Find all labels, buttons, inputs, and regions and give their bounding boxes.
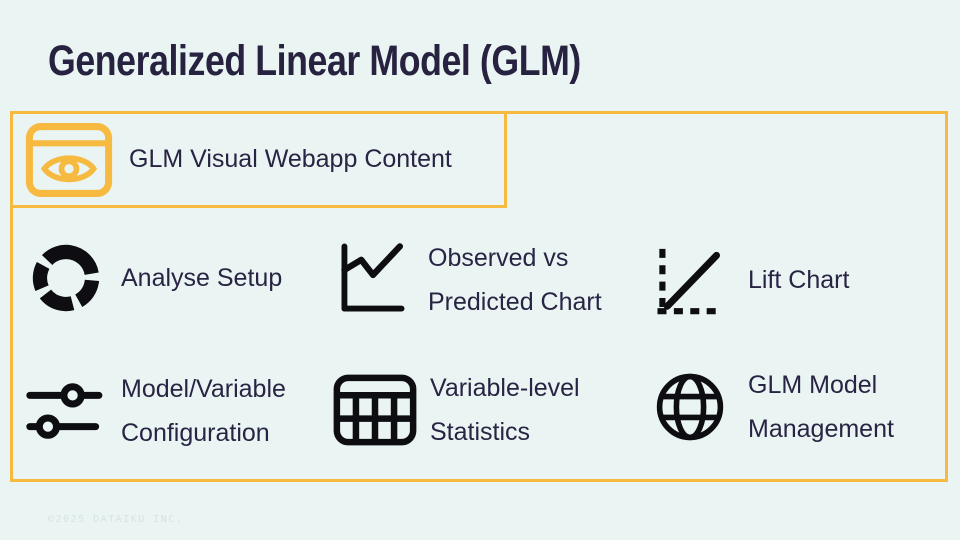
feature-item-analyse-setup: Analyse Setup — [24, 236, 282, 320]
feature-item-label: GLM Model Management — [748, 371, 894, 443]
feature-item-glm-model-management: GLM Model Management — [650, 363, 894, 451]
feature-item-lift-chart: Lift Chart — [646, 238, 849, 322]
table-icon — [331, 371, 419, 449]
panel-header-label: GLM Visual Webapp Content — [129, 145, 452, 173]
feature-item-model-variable-configuration: Model/Variable Configuration — [24, 367, 286, 455]
page-title: Generalized Linear Model (GLM) — [48, 37, 581, 85]
feature-item-label: Lift Chart — [748, 266, 850, 294]
feature-item-observed-vs-predicted: Observed vs Predicted Chart — [331, 236, 602, 324]
feature-item-label: Analyse Setup — [121, 264, 283, 292]
panel-header: GLM Visual Webapp Content — [10, 111, 507, 208]
lift-chart-icon — [646, 238, 728, 322]
webapp-eye-icon — [25, 122, 113, 198]
feature-item-label: Model/Variable Configuration — [121, 375, 286, 447]
sliders-icon — [24, 374, 108, 448]
feature-item-label: Observed vs Predicted Chart — [428, 244, 602, 316]
donut-chart-icon — [24, 236, 108, 320]
line-chart-icon — [331, 238, 415, 322]
feature-item-variable-level-statistics: Variable-level Statistics — [331, 366, 580, 454]
copyright-footer: ©2025 DATAIKU INC. — [48, 514, 184, 525]
globe-icon — [650, 367, 730, 447]
feature-item-label: Variable-level Statistics — [430, 374, 580, 446]
